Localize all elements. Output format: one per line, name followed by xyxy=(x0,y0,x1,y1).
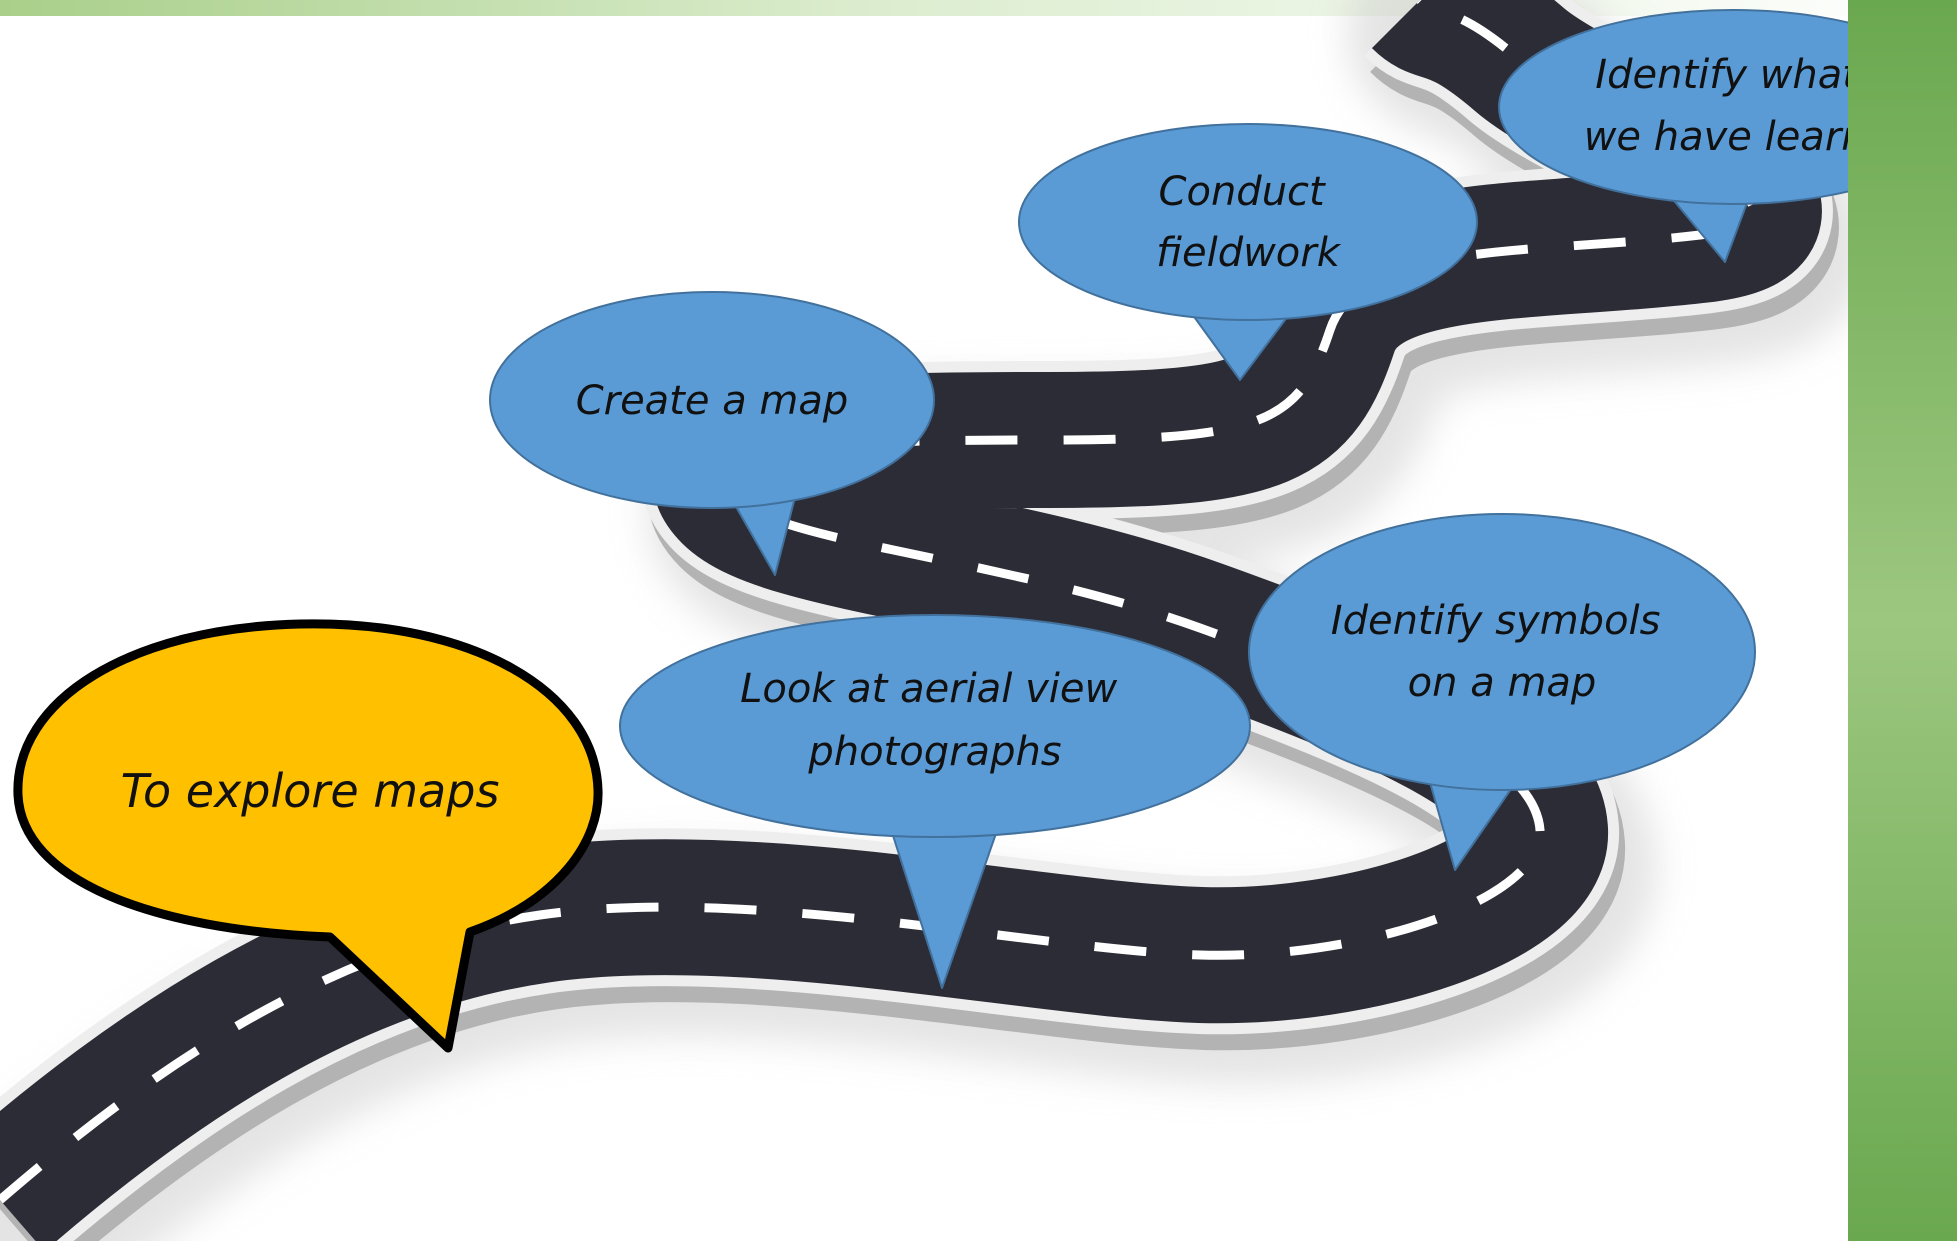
callout-bubble xyxy=(1498,9,1848,205)
callout-bubble xyxy=(1248,513,1756,791)
callout-line: on a map xyxy=(1408,660,1597,706)
learning-journey-canvas: Identify what we have learnt Conduct fie… xyxy=(0,0,1848,1241)
callout-aerial-view: Look at aerial view photographs xyxy=(619,614,1251,989)
callout-line: photographs xyxy=(807,729,1061,775)
callout-line: Create a map xyxy=(576,378,849,424)
goal-text: To explore maps xyxy=(121,764,500,818)
callout-identify-symbols: Identify symbols on a map xyxy=(1248,513,1756,871)
callout-text-fieldwork: Conduct fieldwork xyxy=(1156,169,1342,276)
callout-text-learnt: Identify what we have learnt xyxy=(1584,52,1848,160)
decorative-side-bar xyxy=(1848,0,1957,1241)
goal-callout: To explore maps xyxy=(13,619,603,1053)
callout-text-create-map: Create a map xyxy=(576,378,849,424)
winding-road-illustration xyxy=(0,0,1848,1241)
callout-text-symbols: Identify symbols on a map xyxy=(1331,598,1673,706)
callout-line: fieldwork xyxy=(1156,230,1342,276)
callout-line: Identify what xyxy=(1595,52,1848,98)
goal-line: To explore maps xyxy=(121,764,500,818)
callout-text-aerial: Look at aerial view photographs xyxy=(740,666,1130,775)
callout-bubble xyxy=(619,614,1251,838)
callout-create-a-map: Create a map xyxy=(489,291,935,576)
callout-line: Conduct xyxy=(1159,169,1326,215)
road-lane-dashes xyxy=(0,0,1754,1200)
callout-conduct-fieldwork: Conduct fieldwork xyxy=(1018,123,1478,381)
callout-line: we have learnt xyxy=(1584,114,1848,160)
callout-identify-what-we-have-learnt: Identify what we have learnt xyxy=(1498,9,1848,263)
callout-line: Identify symbols xyxy=(1331,598,1661,644)
callout-bubble xyxy=(489,291,935,509)
callout-bubble xyxy=(1018,123,1478,321)
callout-line: Look at aerial view xyxy=(740,666,1117,712)
goal-callout-body speech-bubble-icon xyxy=(13,619,603,1053)
